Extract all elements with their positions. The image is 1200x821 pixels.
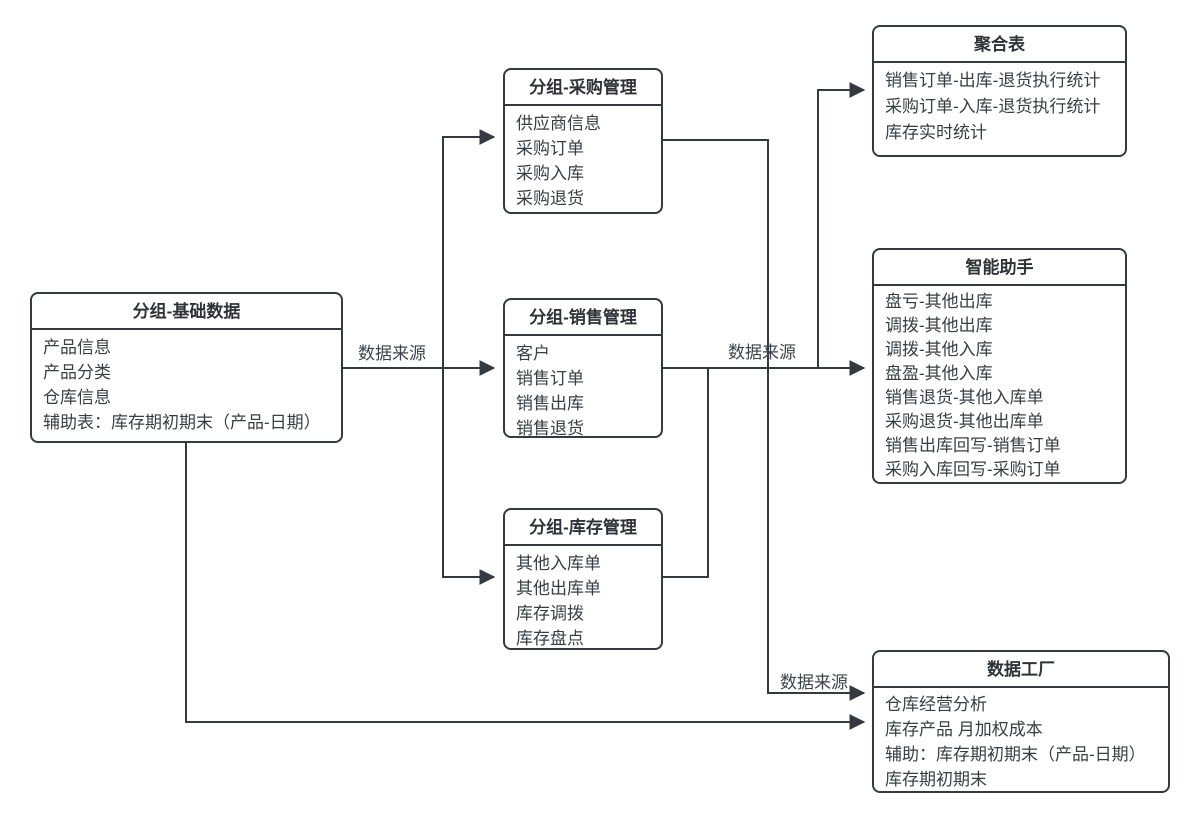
list-item: 销售出库 (516, 394, 584, 413)
list-item: 销售退货-其他入库单 (885, 388, 1044, 407)
list-item: 调拨-其他入库 (885, 340, 993, 359)
list-item: 采购订单 (516, 139, 584, 158)
list-item: 客户 (516, 344, 550, 363)
list-item: 销售退货 (516, 419, 584, 438)
edge-label-data-source-bottom: 数据来源 (780, 673, 848, 692)
list-item: 辅助表：库存期初期末（产品-日期） (43, 413, 321, 432)
edge-base-to-factory (185, 443, 866, 730)
list-item: 采购订单-入库-退货执行统计 (885, 97, 1101, 116)
list-item: 产品分类 (43, 363, 111, 382)
list-item: 产品信息 (43, 338, 111, 357)
list-item: 采购入库 (516, 164, 584, 183)
node-item-list-basic-data: 产品信息产品分类仓库信息辅助表：库存期初期末（产品-日期） (32, 330, 341, 435)
edge-label-data-source-left: 数据来源 (358, 344, 426, 363)
edge-purchase-to-trunk (663, 139, 769, 368)
list-item: 库存实时统计 (885, 123, 987, 142)
list-item: 盘盈-其他入库 (885, 364, 993, 383)
edge-trunk-to-aggregate (817, 82, 866, 368)
list-item: 盘亏-其他出库 (885, 292, 993, 311)
list-item: 采购退货-其他出库单 (885, 412, 1044, 431)
list-item: 库存产品 月加权成本 (885, 720, 1043, 739)
list-item: 供应商信息 (516, 114, 601, 133)
list-item: 其他入库单 (516, 554, 601, 573)
node-group-basic-data: 分组-基础数据 产品信息产品分类仓库信息辅助表：库存期初期末（产品-日期） (30, 292, 343, 443)
node-title-sales-mgmt: 分组-销售管理 (505, 300, 661, 336)
list-item: 库存盘点 (516, 629, 584, 648)
list-item: 仓库经营分析 (885, 695, 987, 714)
list-item: 采购入库回写-采购订单 (885, 460, 1061, 479)
node-group-purchase-mgmt: 分组-采购管理 供应商信息采购订单采购入库采购退货 (503, 68, 663, 214)
edge-base-to-inventory (442, 368, 496, 585)
list-item: 库存期初期末 (885, 770, 987, 789)
node-title-purchase-mgmt: 分组-采购管理 (505, 70, 661, 106)
node-item-list-data-factory: 仓库经营分析库存产品 月加权成本辅助：库存期初期末（产品-日期） 库存期初期末 (874, 688, 1168, 792)
node-item-list-aggregate-table: 销售订单-出库-退货执行统计采购订单-入库-退货执行统计库存实时统计 (874, 63, 1125, 146)
list-item: 仓库信息 (43, 388, 111, 407)
list-item: 销售出库回写-销售订单 (885, 436, 1061, 455)
list-item: 销售订单-出库-退货执行统计 (885, 71, 1101, 90)
edge-base-to-purchase (442, 129, 496, 368)
node-title-basic-data: 分组-基础数据 (32, 294, 341, 330)
node-data-factory: 数据工厂 仓库经营分析库存产品 月加权成本辅助：库存期初期末（产品-日期） 库存期… (872, 650, 1170, 793)
edge-trunk-to-factory (767, 368, 866, 701)
node-group-sales-mgmt: 分组-销售管理 客户销售订单销售出库销售退货 (503, 298, 663, 438)
list-item: 采购退货 (516, 189, 584, 208)
node-title-data-factory: 数据工厂 (874, 652, 1168, 688)
node-item-list-inventory-mgmt: 其他入库单其他出库单库存调拨库存盘点 (505, 546, 661, 651)
node-item-list-smart-assistant: 盘亏-其他出库调拨-其他出库调拨-其他入库盘盈-其他入库销售退货-其他入库单采购… (874, 286, 1125, 482)
node-item-list-sales-mgmt: 客户销售订单销售出库销售退货 (505, 336, 661, 441)
node-title-smart-assistant: 智能助手 (874, 250, 1125, 286)
list-item: 库存调拨 (516, 604, 584, 623)
node-smart-assistant: 智能助手 盘亏-其他出库调拨-其他出库调拨-其他入库盘盈-其他入库销售退货-其他… (872, 248, 1127, 484)
list-item: 销售订单 (516, 369, 584, 388)
edge-inventory-to-trunk (663, 368, 709, 578)
node-title-inventory-mgmt: 分组-库存管理 (505, 510, 661, 546)
node-title-aggregate-table: 聚合表 (874, 27, 1125, 63)
edge-label-data-source-right: 数据来源 (728, 343, 796, 362)
node-item-list-purchase-mgmt: 供应商信息采购订单采购入库采购退货 (505, 106, 661, 211)
list-item: 辅助：库存期初期末（产品-日期） (885, 745, 1146, 764)
list-item: 调拨-其他出库 (885, 316, 993, 335)
node-aggregate-table: 聚合表 销售订单-出库-退货执行统计采购订单-入库-退货执行统计库存实时统计 (872, 25, 1127, 157)
list-item: 其他出库单 (516, 579, 601, 598)
node-group-inventory-mgmt: 分组-库存管理 其他入库单其他出库单库存调拨库存盘点 (503, 508, 663, 650)
